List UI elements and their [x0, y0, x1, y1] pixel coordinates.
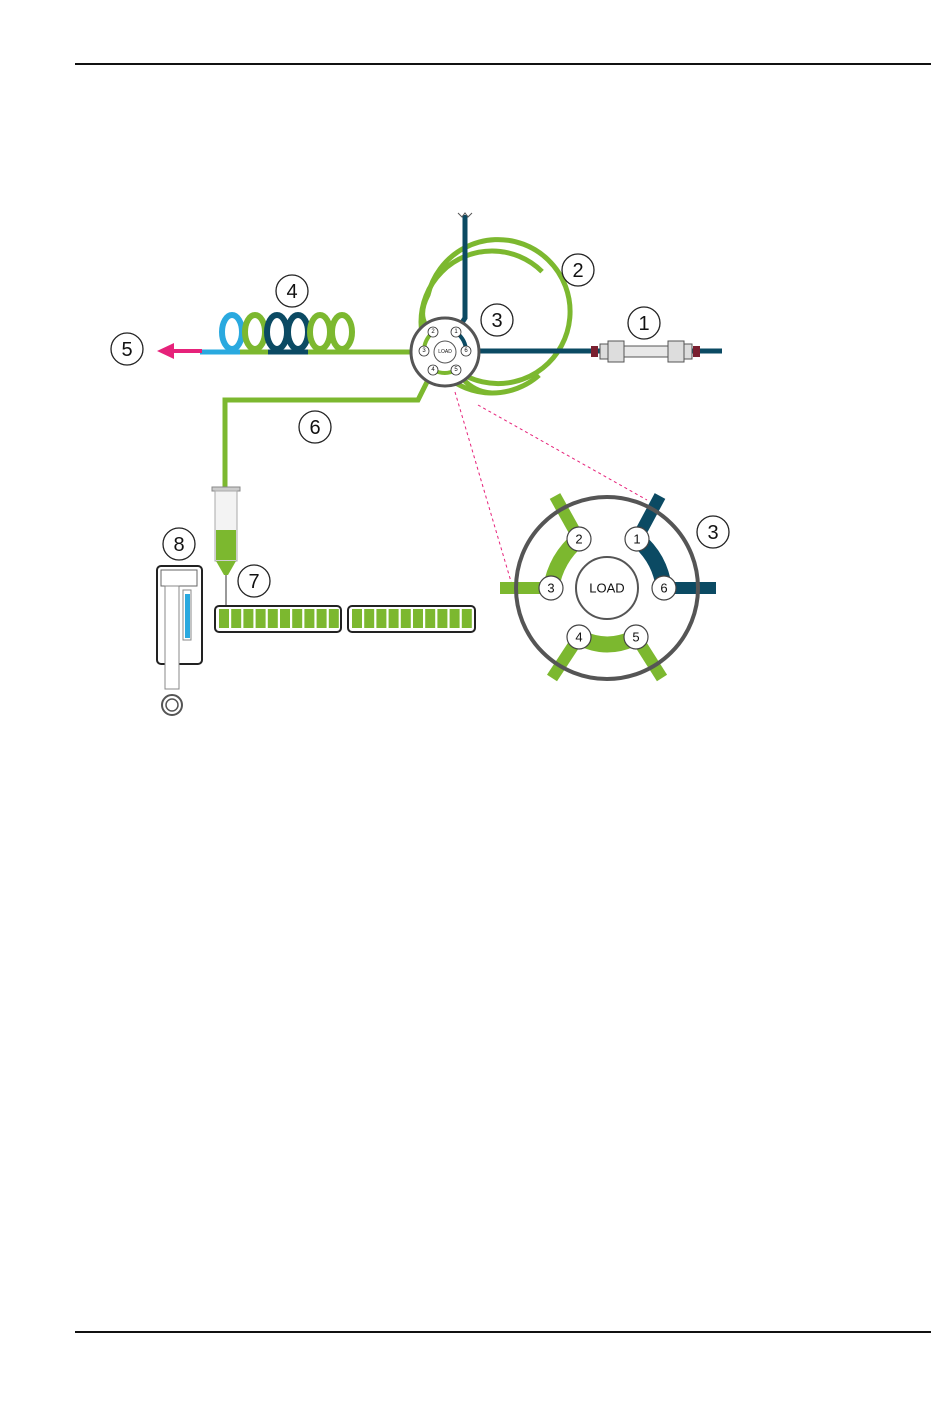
port-6-label: 6 [660, 581, 667, 596]
vial [304, 609, 315, 628]
svg-text:LOAD: LOAD [589, 581, 624, 596]
callout-1-column: 1 [638, 313, 649, 335]
injection-valve-detail: LOAD 1 2 3 4 5 6 [500, 493, 716, 682]
column [591, 340, 700, 363]
callouts [110, 253, 730, 598]
coil [219, 312, 355, 352]
vial [231, 609, 242, 628]
callout-3-valve: 3 [491, 310, 502, 332]
callout-6-needle-line: 6 [309, 417, 320, 439]
svg-text:4: 4 [431, 367, 435, 373]
vial [280, 609, 290, 628]
sample-loop-ring [418, 248, 566, 396]
callout-4-coil: 4 [286, 281, 297, 303]
vial [292, 609, 303, 628]
vial [388, 609, 399, 628]
svg-text:5: 5 [454, 367, 458, 373]
vial [267, 609, 278, 628]
callout-7-tray: 7 [248, 571, 259, 593]
port-2-label: 2 [575, 532, 582, 547]
vial [400, 609, 411, 628]
syringe [211, 486, 241, 625]
needle-line [222, 368, 436, 490]
vial [461, 609, 472, 628]
vial [376, 609, 387, 628]
svg-text:3: 3 [422, 348, 426, 354]
callout-3-detail: 3 [707, 522, 718, 544]
svg-text:6: 6 [464, 348, 468, 354]
port-1-label: 1 [633, 532, 640, 547]
footer-rule [75, 1331, 931, 1333]
vial [255, 609, 266, 628]
vial [352, 609, 362, 628]
vial [316, 609, 327, 628]
vial [243, 609, 254, 628]
header-rule [75, 63, 931, 65]
port-4-label: 4 [575, 630, 582, 645]
port-3-label: 3 [547, 581, 554, 596]
svg-text:1: 1 [454, 329, 458, 335]
sample-tray [214, 605, 476, 633]
vial [449, 609, 460, 628]
wash-station [156, 565, 203, 716]
vial [425, 609, 436, 628]
port-5-label: 5 [632, 630, 639, 645]
injection-valve-small: LOAD 1 2 3 4 5 6 [409, 316, 481, 388]
vial [413, 609, 423, 628]
vial [364, 609, 375, 628]
zoom-lines [454, 391, 648, 586]
vial [328, 609, 339, 628]
svg-text:LOAD: LOAD [438, 349, 452, 355]
callout-2-loop: 2 [572, 260, 583, 282]
vial [219, 609, 229, 628]
pipe-break-icon [457, 212, 473, 218]
vial [437, 609, 448, 628]
waste-arrow-icon [157, 343, 202, 359]
callout-8-wash: 8 [173, 534, 184, 556]
callout-5-waste: 5 [121, 339, 132, 361]
svg-text:2: 2 [431, 329, 435, 335]
